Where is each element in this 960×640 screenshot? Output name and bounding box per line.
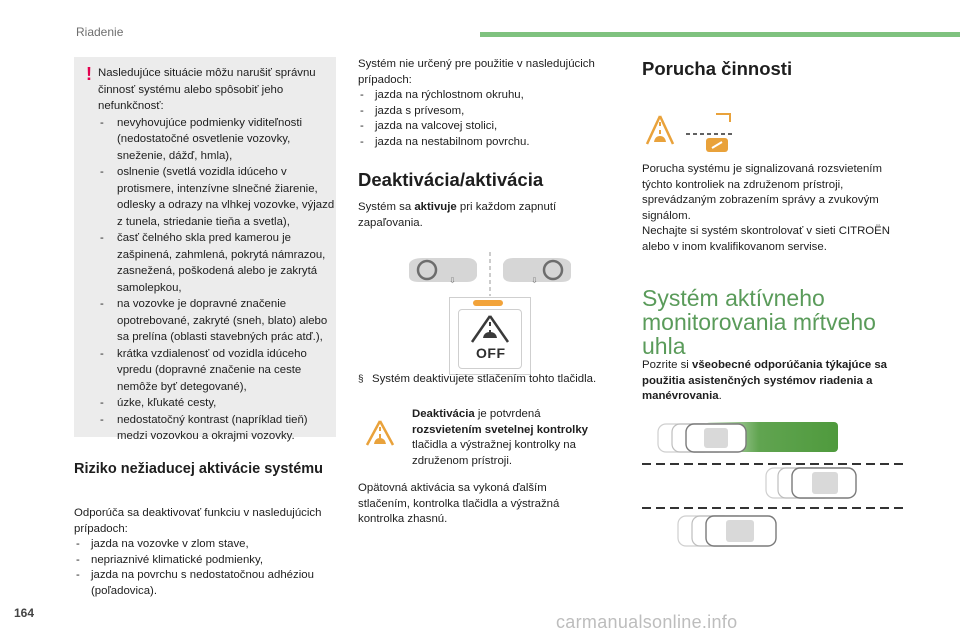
confirm-b: je potvrdená <box>474 408 541 420</box>
warning-note-text: Nasledujúce situácie môžu narušiť správn… <box>98 65 336 445</box>
not-designed-list-item: jazda na rýchlostnom okruhu, <box>358 88 626 104</box>
car-middle <box>765 467 857 499</box>
deactivate-instruction-text: Systém deaktivujete stlačením tohto tlač… <box>372 373 597 385</box>
car-top-left <box>657 423 747 453</box>
button-indicator-led <box>473 300 503 306</box>
not-designed-list-item: jazda s prívesom, <box>358 104 626 120</box>
lane-warning-indicator-icon <box>365 420 395 446</box>
blind-spot-text-c: . <box>718 390 722 402</box>
deactivation-intro-c: pri každom zapnutí zapaľovania. <box>358 201 557 229</box>
fault-warning-icons <box>645 113 734 152</box>
fault-text-2: Nechajte si systém skontrolovať v sieti … <box>642 225 890 253</box>
deactivation-title: Deaktivácia/aktivácia <box>358 169 544 190</box>
not-designed-list: jazda na rýchlostnom okruhu,jazda s prív… <box>358 88 626 150</box>
arrow-bullet-icon: § <box>358 374 364 385</box>
fault-text-1: Porucha systému je signalizovaná rozsvie… <box>642 163 882 222</box>
deactivation-intro: Systém sa aktivuje pri každom zapnutí za… <box>358 200 598 231</box>
svg-text:⇩: ⇩ <box>531 276 538 285</box>
not-designed-list-item: jazda na valcovej stolici, <box>358 119 626 135</box>
blind-spot-text: Pozrite si všeobecné odporúčania týkajúc… <box>642 358 907 405</box>
note-list-item: na vozovke je dopravné značenie opotrebo… <box>98 296 336 346</box>
deactivate-instruction: § Systém deaktivujete stlačením tohto tla… <box>358 372 598 388</box>
svg-text:⇩: ⇩ <box>449 276 456 285</box>
risk-text: Odporúča sa deaktivovať funkciu v nasled… <box>74 506 342 599</box>
note-list-item: časť čelného skla pred kamerou je zašpin… <box>98 230 336 296</box>
deactivation-confirmation: Deaktivácia je potvrdená rozsvietením sv… <box>412 407 612 469</box>
note-list-item: nevyhovujúce podmienky viditeľnosti (ned… <box>98 115 336 165</box>
lane-warning-icon <box>470 315 510 343</box>
blind-spot-diagram <box>642 422 904 547</box>
fault-title: Porucha činnosti <box>642 58 793 79</box>
note-intro: Nasledujúce situácie môžu narušiť správn… <box>98 67 316 112</box>
not-designed-list-item: jazda na nestabilnom povrchu. <box>358 135 626 151</box>
risk-intro: Odporúča sa deaktivovať funkciu v nasled… <box>74 507 322 535</box>
deactivation-intro-a: Systém sa <box>358 201 415 213</box>
note-list-item: úzke, kľukaté cesty, <box>98 395 336 412</box>
section-header: Riadenie <box>76 25 124 39</box>
risk-list: jazda na vozovke v zlom stave,nepriazniv… <box>74 537 342 599</box>
blind-spot-title: Systém aktívneho monitorovania mŕtveho u… <box>642 285 876 359</box>
watermark: carmanualsonline.info <box>556 612 738 632</box>
note-list-item: nedostatočný kontrast (napríklad tieň) m… <box>98 412 336 445</box>
blind-spot-text-a: Pozrite si <box>642 359 693 371</box>
risk-title: Riziko nežiaducej aktivácie systému <box>74 461 324 477</box>
risk-list-item: jazda na povrchu s nedostatočnou adhézio… <box>74 568 342 599</box>
not-designed-intro: Systém nie určený pre použitie v nasledu… <box>358 58 595 86</box>
note-list-item: oslnenie (svetlá vozidla idúceho v proti… <box>98 164 336 230</box>
reactivation-text: Opätovná aktivácia sa vykoná ďalším stla… <box>358 482 560 525</box>
not-designed-text: Systém nie určený pre použitie v nasledu… <box>358 57 626 150</box>
note-list-item: krátka vzdialenosť od vozidla idúceho vp… <box>98 346 336 396</box>
page-number: 164 <box>14 606 35 620</box>
off-label: OFF <box>476 345 506 361</box>
header-accent-bar <box>480 32 960 37</box>
exclamation-icon: ! <box>86 64 92 84</box>
confirm-d: tlačidla a výstražnej kontrolky na združ… <box>412 439 576 467</box>
blind-spot-text-bold: všeobecné odporúčania týkajúce sa použit… <box>642 359 888 402</box>
note-list: nevyhovujúce podmienky viditeľnosti (ned… <box>98 115 336 445</box>
button-face <box>458 309 522 369</box>
confirm-bold-c: rozsvietením svetelnej kontrolky <box>412 423 588 436</box>
lane-steering-illustration: ⇩ ⇩ <box>409 252 571 296</box>
car-bottom <box>677 515 777 547</box>
risk-list-item: nepriaznivé klimatické podmienky, <box>74 553 342 569</box>
fault-text: Porucha systému je signalizovaná rozsvie… <box>642 162 907 255</box>
risk-list-item: jazda na vozovke v zlom stave, <box>74 537 342 553</box>
confirm-bold-a: Deaktivácia <box>412 408 475 420</box>
deactivation-intro-bold: aktivuje <box>414 201 457 213</box>
